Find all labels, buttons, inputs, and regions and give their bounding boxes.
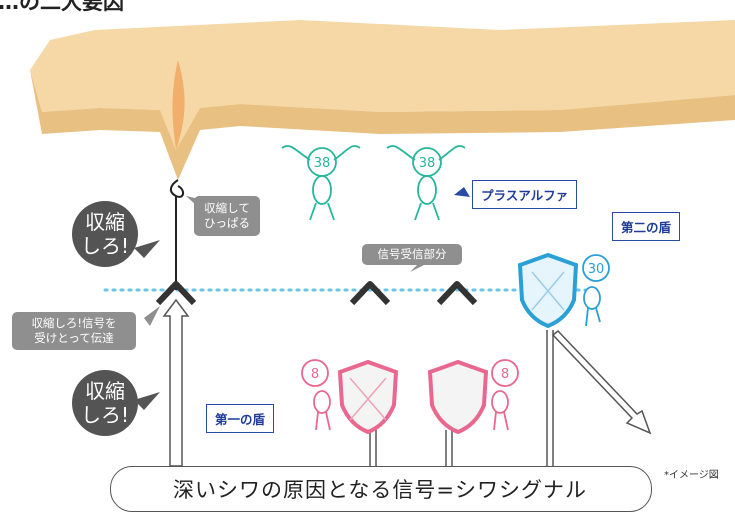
nerve-hook [170,179,184,290]
pink-shield-icon-a [301,359,399,435]
deflect-arrow [551,329,652,435]
shrink-bubble-top: 収縮 しろ! [72,201,138,267]
green-badge-a: 38 [314,156,331,171]
signal-transmit-label: 収縮しろ!信号を 受けとって伝達 [12,312,136,350]
green-figure-b [386,145,466,221]
shrink-bubble-bottom-text: 収縮 しろ! [80,379,130,427]
signal-pipes [369,330,554,466]
plus-alpha-tag: プラスアルファ [472,180,578,209]
blue-shield-icon [517,252,610,329]
bottom-caption: 深いシワの原因となる信号=シワシグナル [173,478,587,502]
pink-badge-a: 8 [311,367,319,382]
signal-receptor-label: 信号受信部分 [362,244,462,265]
first-shield-tag: 第一の盾 [206,404,275,433]
second-shield-tag: 第二の盾 [612,212,681,241]
signal-arrow [162,298,190,467]
green-figure-a [281,145,361,221]
shrink-bubble-bottom: 収縮 しろ! [72,370,138,436]
green-badge-b: 38 [419,156,436,171]
blue-badge: 30 [588,262,605,277]
shrink-pull-label: 収縮して ひっぱる [194,196,260,236]
shrink-bubble-top-text: 収縮 しろ! [80,210,130,258]
pink-badge-b: 8 [501,367,509,382]
skin-layer [30,20,735,180]
receptor-chevrons [155,281,478,306]
page-title-fragment: …の二大要因 [0,0,124,14]
image-note: *イメージ図 [664,470,719,481]
pink-shield-icon-b [427,359,519,435]
